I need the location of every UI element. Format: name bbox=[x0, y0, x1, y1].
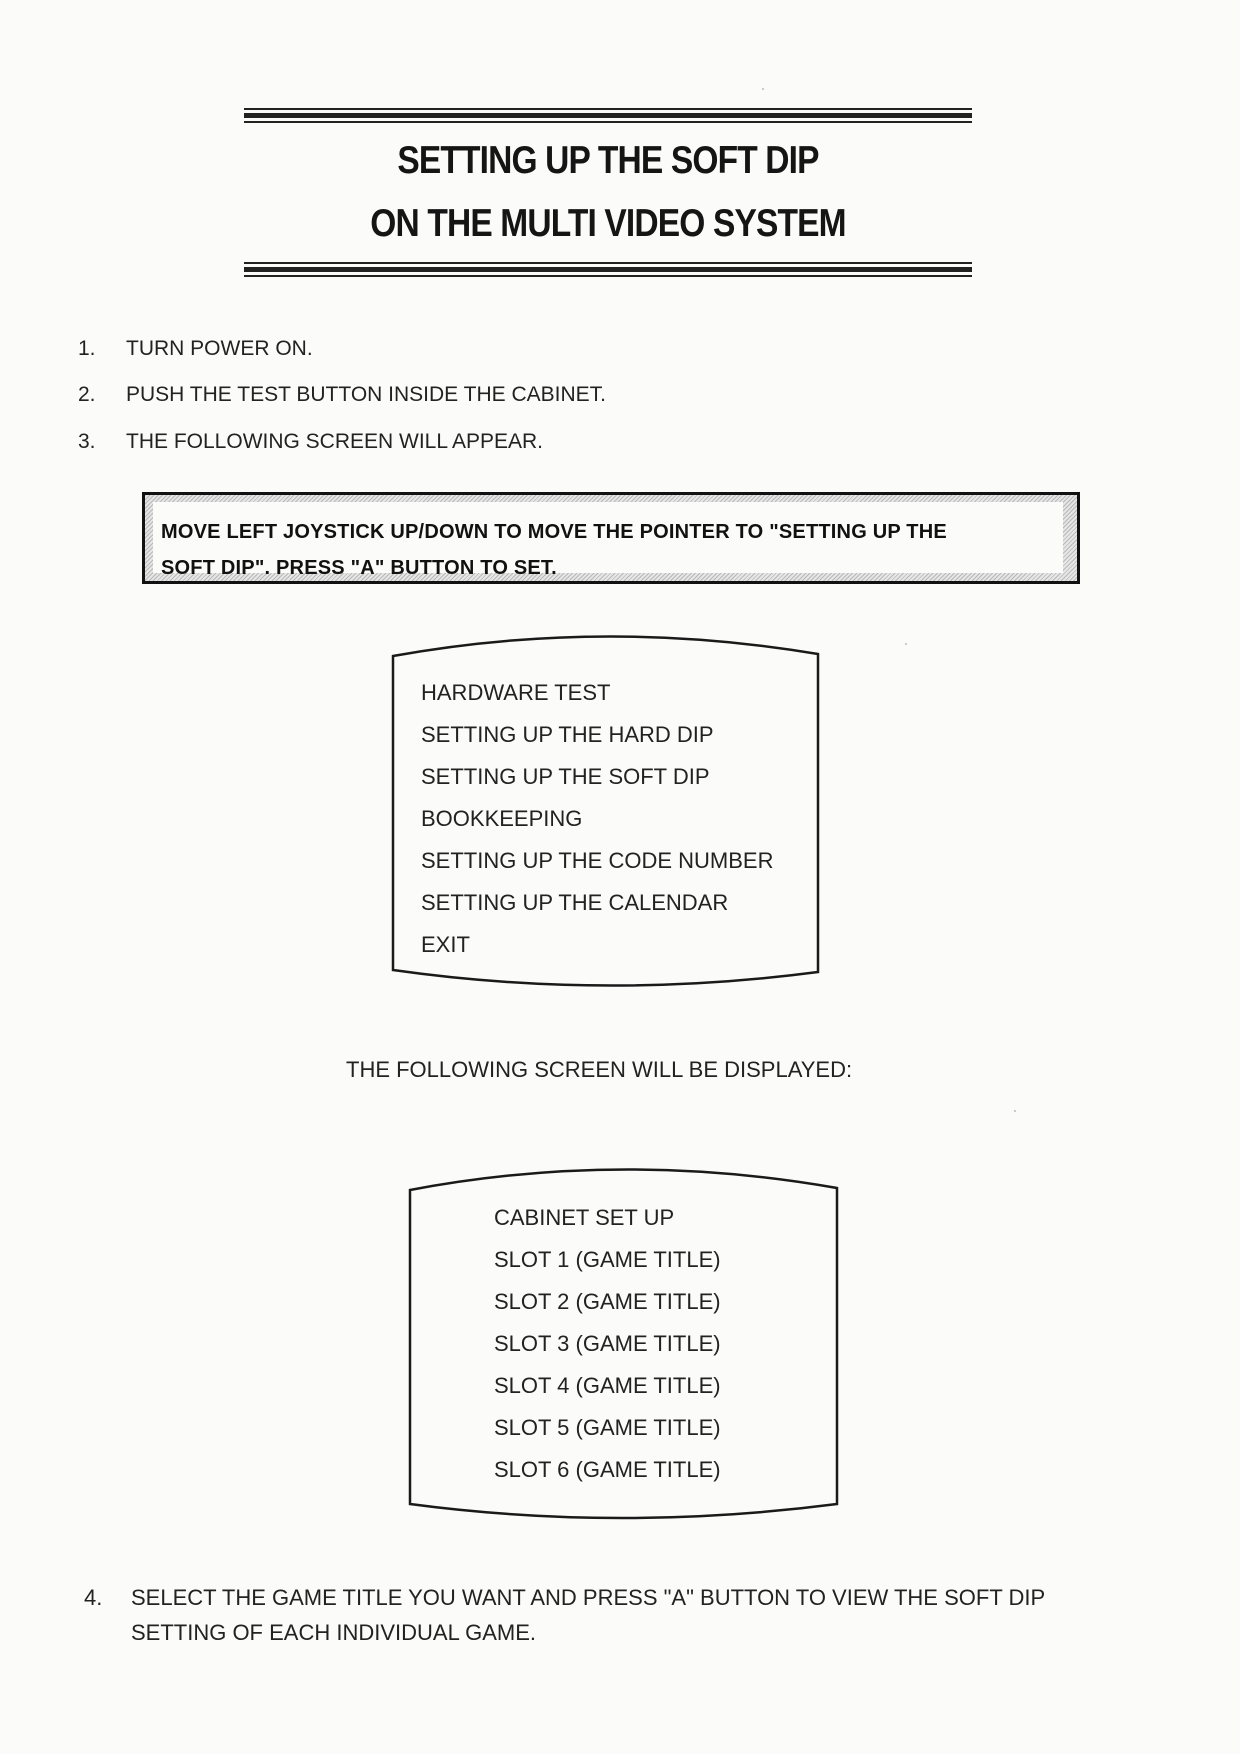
instruction-notice-text: MOVE LEFT JOYSTICK UP/DOWN TO MOVE THE P… bbox=[153, 502, 1063, 579]
menu-item-code-number: SETTING UP THE CODE NUMBER bbox=[421, 848, 774, 873]
notice-line-1: MOVE LEFT JOYSTICK UP/DOWN TO MOVE THE P… bbox=[161, 521, 947, 543]
step-number: 1. bbox=[78, 337, 96, 360]
menu-item-bookkeeping: BOOKKEEPING bbox=[421, 806, 583, 831]
step-number: 4. bbox=[84, 1585, 103, 1610]
crt-screen-frame bbox=[391, 635, 820, 987]
menu-item-slot-4: SLOT 4 (GAME TITLE) bbox=[494, 1373, 721, 1398]
menu-item-hard-dip: SETTING UP THE HARD DIP bbox=[421, 722, 714, 747]
menu-item-exit: EXIT bbox=[421, 932, 470, 957]
menu-item-slot-6: SLOT 6 (GAME TITLE) bbox=[494, 1457, 721, 1482]
menu-item-soft-dip: SETTING UP THE SOFT DIP bbox=[421, 764, 710, 789]
step-number: 2. bbox=[78, 383, 96, 406]
page-title-line2: ON THE MULTI VIDEO SYSTEM bbox=[370, 202, 846, 245]
scan-speck bbox=[1014, 1110, 1016, 1112]
page-title-line1: SETTING UP THE SOFT DIP bbox=[397, 139, 819, 182]
screen-caption: THE FOLLOWING SCREEN WILL BE DISPLAYED: bbox=[346, 1057, 853, 1082]
notice-line-2: SOFT DIP". PRESS "A" BUTTON TO SET. bbox=[161, 557, 557, 579]
step-text: TURN POWER ON. bbox=[126, 337, 313, 360]
menu-item-slot-2: SLOT 2 (GAME TITLE) bbox=[494, 1289, 721, 1314]
crt-screen-frame bbox=[408, 1168, 839, 1520]
slot-menu-list: CABINET SET UP SLOT 1 (GAME TITLE) SLOT … bbox=[494, 1197, 721, 1491]
header-rule-top bbox=[244, 108, 972, 123]
menu-item-slot-3: SLOT 3 (GAME TITLE) bbox=[494, 1331, 721, 1356]
scan-speck bbox=[905, 643, 907, 645]
slot-menu-screen: CABINET SET UP SLOT 1 (GAME TITLE) SLOT … bbox=[405, 1160, 845, 1532]
menu-item-cabinet-set-up: CABINET SET UP bbox=[494, 1205, 675, 1230]
step-text: THE FOLLOWING SCREEN WILL APPEAR. bbox=[126, 430, 543, 453]
step-text: SELECT THE GAME TITLE YOU WANT AND PRESS… bbox=[131, 1585, 1045, 1645]
scan-speck bbox=[762, 88, 764, 90]
menu-item-calendar: SETTING UP THE CALENDAR bbox=[421, 890, 729, 915]
instruction-notice-box: MOVE LEFT JOYSTICK UP/DOWN TO MOVE THE P… bbox=[142, 492, 1080, 584]
menu-item-slot-5: SLOT 5 (GAME TITLE) bbox=[494, 1415, 721, 1440]
step-number: 3. bbox=[78, 430, 96, 453]
header-rule-bottom bbox=[244, 262, 972, 277]
menu-item-hardware-test: HARDWARE TEST bbox=[421, 680, 611, 705]
test-menu-list: HARDWARE TEST SETTING UP THE HARD DIP SE… bbox=[421, 672, 773, 966]
step-text: PUSH THE TEST BUTTON INSIDE THE CABINET. bbox=[126, 383, 606, 406]
test-menu-screen: HARDWARE TEST SETTING UP THE HARD DIP SE… bbox=[388, 628, 828, 998]
menu-item-slot-1: SLOT 1 (GAME TITLE) bbox=[494, 1247, 721, 1272]
